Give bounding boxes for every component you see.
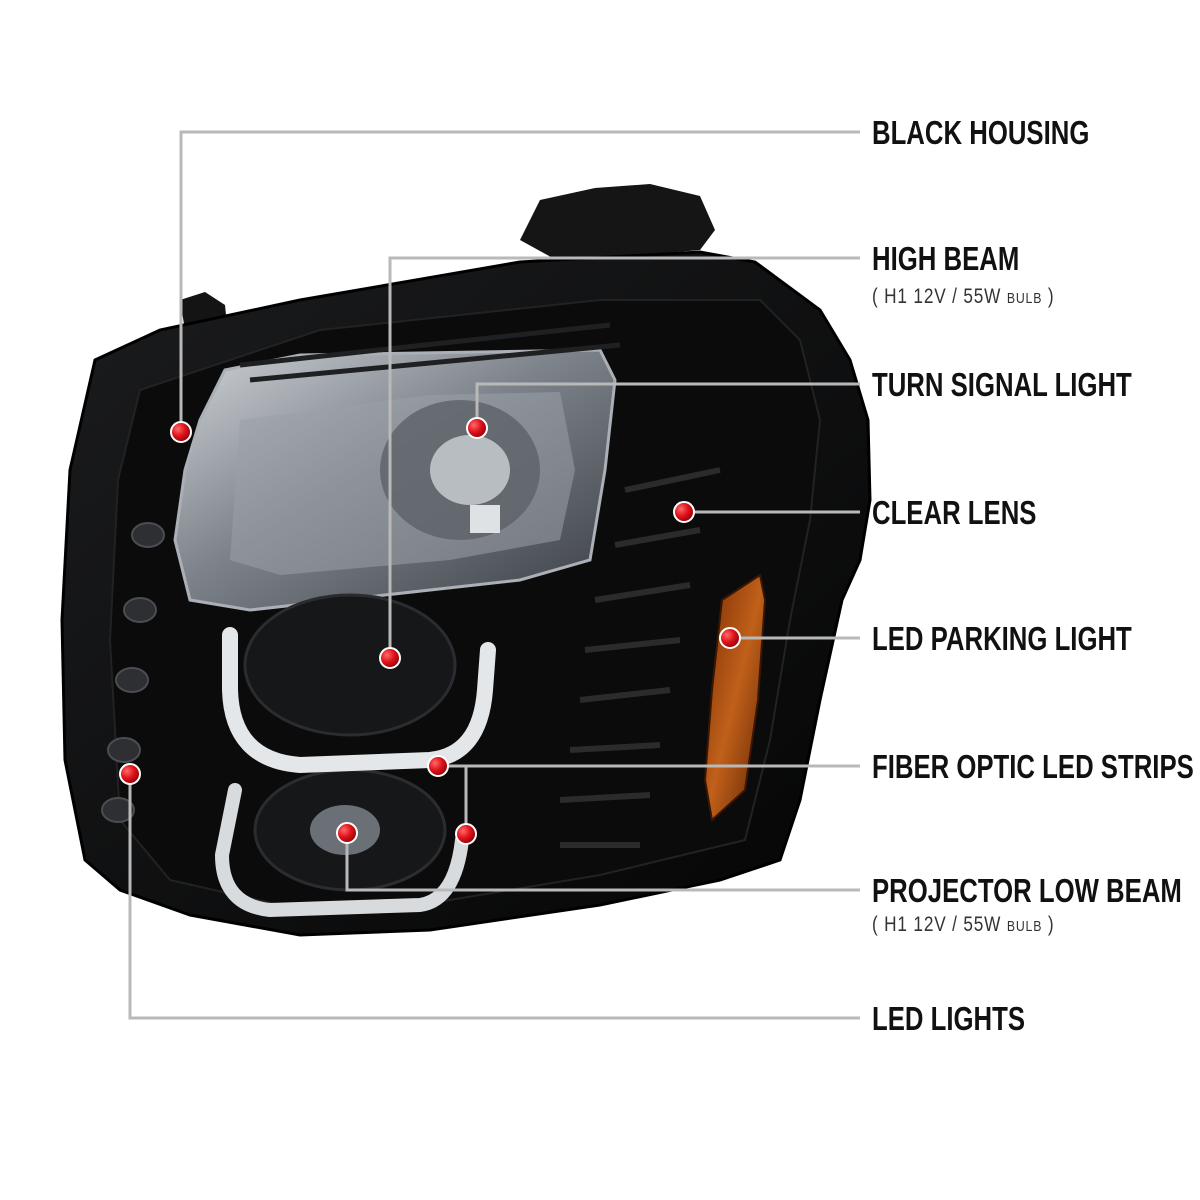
led-lights-column	[101, 522, 165, 823]
marker-high-beam	[379, 647, 401, 669]
callout-markers	[119, 417, 741, 845]
marker-clear-lens	[673, 501, 695, 523]
high-beam-spec-text: H1 12V / 55W	[884, 285, 1002, 308]
projector-spec-text: H1 12V / 55W	[884, 913, 1002, 936]
label-high-beam: HIGH BEAM	[872, 240, 1020, 277]
marker-black-housing	[170, 421, 192, 443]
label-led-parking: LED PARKING LIGHT	[872, 620, 1132, 657]
mounting-tab-top	[520, 184, 715, 262]
clear-lens-fins	[559, 467, 721, 848]
label-clear-lens: CLEAR LENS	[872, 494, 1037, 531]
callout-line-projector-low	[345, 833, 860, 892]
projector-high-bowl	[243, 593, 457, 737]
marker-fiber-optic-lower	[455, 823, 477, 845]
label-high-beam-spec: ( H1 12V / 55W BULB )	[872, 285, 1055, 308]
label-fiber-optic: FIBER OPTIC LED STRIPS	[872, 748, 1194, 785]
label-turn-signal: TURN SIGNAL LIGHT	[872, 366, 1132, 403]
marker-projector-low	[336, 822, 358, 844]
fiber-optic-strip-upper	[222, 627, 496, 774]
projector-bulb-text: BULB	[1006, 918, 1043, 935]
marker-fiber-optic-upper	[427, 755, 449, 777]
callout-line-led-lights	[128, 774, 860, 1020]
marker-led-lights	[119, 763, 141, 785]
marker-led-parking	[719, 627, 741, 649]
callout-line-turn-signal	[475, 382, 860, 428]
label-black-housing: BLACK HOUSING	[872, 114, 1090, 151]
label-projector-low: PROJECTOR LOW BEAM	[872, 872, 1182, 909]
label-led-lights: LED LIGHTS	[872, 1000, 1026, 1037]
high-beam-bulb-text: BULB	[1006, 290, 1043, 307]
label-projector-spec: ( H1 12V / 55W BULB )	[872, 913, 1055, 936]
fiber-optic-strip-lower	[214, 783, 469, 918]
callout-line-high-beam	[388, 256, 860, 658]
marker-turn-signal	[466, 417, 488, 439]
callout-line-black-housing	[179, 130, 860, 432]
callout-lines	[128, 130, 860, 1020]
headlight-image	[60, 184, 872, 937]
